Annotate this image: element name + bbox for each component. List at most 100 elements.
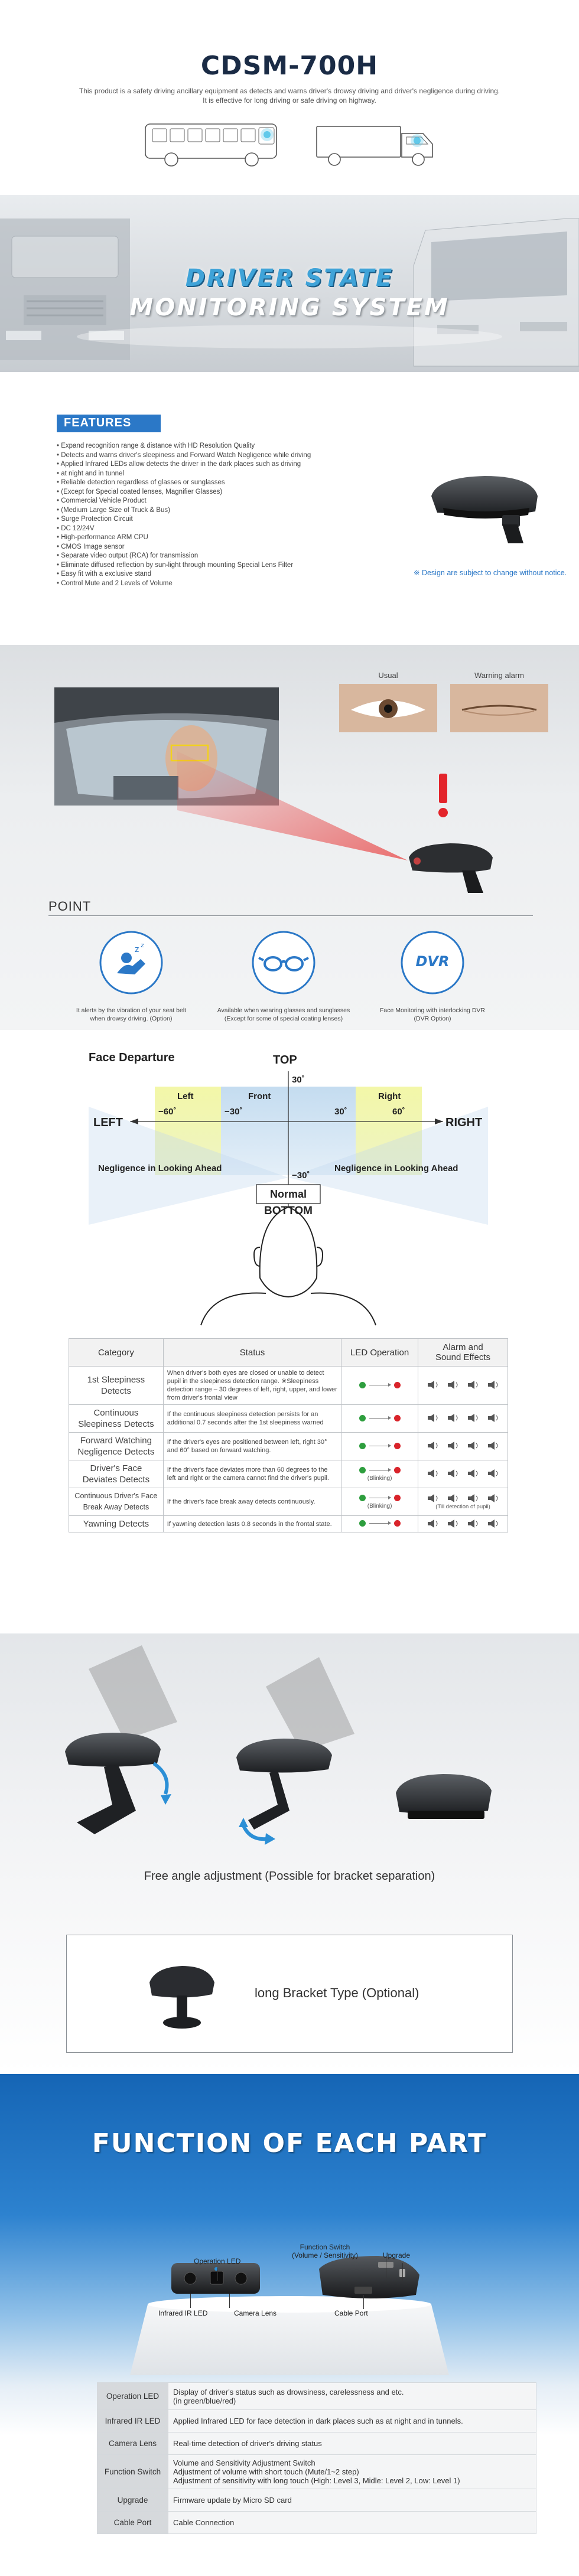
usual-eye-image <box>339 684 437 732</box>
detection-section: Usual Warning alarm POINT z z <box>0 645 579 1030</box>
feature-item: Separate video output (RCA) for transmis… <box>57 552 388 561</box>
func-name: Cable Port <box>97 2511 168 2534</box>
feature-item: Easy fit with a exclusive stand <box>57 570 388 579</box>
point-caption-1: It alerts by the vibration of your seat … <box>60 1006 202 1023</box>
alert-icon <box>438 774 448 817</box>
sound-waves-icon <box>427 1442 497 1450</box>
bottom-label: BOTTOM <box>264 1205 313 1217</box>
zone-right-label: Right <box>378 1091 401 1101</box>
long-bracket-photo <box>149 1966 214 2029</box>
warning-alarm-label: Warning alarm <box>474 671 525 680</box>
func-desc: Cable Connection <box>168 2511 536 2534</box>
function-section: FUNCTION OF EACH PART <box>0 2074 579 2576</box>
label-function-switch-line-1: Function Switch <box>300 2243 350 2251</box>
callout-line <box>217 2268 218 2281</box>
sound-waves-icon <box>427 1414 497 1422</box>
func-name: Infrared IR LED <box>97 2409 168 2432</box>
hero-banner: DRIVER STATE MONITORING SYSTEM <box>0 195 579 372</box>
func-desc-line-1: Real-time detection of driver's driving … <box>173 2439 322 2448</box>
svg-text:z: z <box>135 945 139 954</box>
row-category: Yawning Detects <box>69 1515 164 1532</box>
point-caption-3: Face Monitoring with interlocking DVR (D… <box>362 1006 503 1023</box>
row-sound <box>418 1432 508 1460</box>
warning-eye-image <box>450 684 548 732</box>
feature-item: Control Mute and 2 Levels of Volume <box>57 579 388 589</box>
row-category-line-1: Continuous <box>93 1408 139 1418</box>
glasses-icon <box>252 931 315 994</box>
function-table: Operation LED Display of driver's status… <box>97 2382 536 2534</box>
row-status: If the driver's face deviates more than … <box>162 1460 342 1488</box>
design-note: ※ Design are subject to change without n… <box>414 569 567 577</box>
usual-label: Usual <box>378 671 398 680</box>
point-caption-1-line-2: when drowsy driving. (Option) <box>90 1015 173 1022</box>
feature-item: Eliminate diffused reflection by sun-lig… <box>57 561 388 570</box>
row-status: If yawning detection lasts 0.8 seconds i… <box>162 1515 342 1532</box>
row-led <box>341 1366 419 1405</box>
feature-item: at night and in tunnel <box>57 469 388 479</box>
point-caption-2-line-1: Available when wearing glasses and sungl… <box>217 1007 350 1014</box>
arrow-icon <box>369 1521 391 1525</box>
func-name: Upgrade <box>97 2489 168 2512</box>
feature-item: Commercial Vehicle Product <box>57 497 388 506</box>
truck-illustration <box>316 126 433 166</box>
deg-top-30: 30˚ <box>292 1075 305 1085</box>
func-name: Function Switch <box>97 2454 168 2489</box>
func-desc-line-1: Cable Connection <box>173 2518 235 2527</box>
green-led-icon <box>359 1467 366 1474</box>
feature-item: Detects and warns driver's sleepiness an… <box>57 451 388 461</box>
col-status: Status <box>162 1338 342 1367</box>
deg-plus-30: 30˚ <box>334 1107 347 1117</box>
label-camera: Camera Lens <box>234 2309 277 2317</box>
red-led-icon <box>393 1414 401 1421</box>
face-departure-title: Face Departure <box>89 1051 175 1064</box>
feature-item: (Except for Special coated lenses, Magni… <box>57 488 388 497</box>
intro-text: This product is a safety driving ancilla… <box>0 86 579 105</box>
intro-line-1: This product is a safety driving ancilla… <box>79 87 500 95</box>
table-row: Infrared IR LED Applied Infrared LED for… <box>97 2409 536 2432</box>
point-caption-3-line-2: (DVR Option) <box>414 1015 451 1022</box>
zone-front-label: Front <box>248 1091 271 1101</box>
top-label: TOP <box>273 1054 297 1067</box>
row-status: When driver's both eyes are closed or un… <box>162 1366 342 1405</box>
callout-line <box>229 2294 230 2308</box>
row-led <box>341 1404 419 1433</box>
row-category-line-2: Detects <box>100 1386 131 1396</box>
table-row: Camera Lens Real-time detection of drive… <box>97 2432 536 2455</box>
sound-waves-icon <box>427 1381 497 1389</box>
dvr-icon <box>401 931 464 994</box>
point-caption-1-line-1: It alerts by the vibration of your seat … <box>76 1007 187 1014</box>
func-desc-line-1: Applied Infrared LED for face detection … <box>173 2417 463 2425</box>
row-status: If the continuous sleepiness detection p… <box>162 1404 342 1433</box>
green-led-icon <box>359 1520 366 1527</box>
row-category-line-1: Driver's Face <box>90 1463 142 1473</box>
negligence-left-label: Negligence in Looking Ahead <box>98 1163 222 1173</box>
sound-waves-icon <box>427 1469 497 1478</box>
col-alarm-line-1: Alarm and <box>443 1342 483 1352</box>
func-desc: Firmware update by Micro SD card <box>168 2489 536 2512</box>
row-category-line-2: Negligence Detects <box>77 1447 155 1457</box>
long-bracket-box: long Bracket Type (Optional) <box>66 1935 513 2053</box>
row-category-line-2: Sleepiness Detects <box>78 1419 154 1429</box>
func-desc-line-2: (in green/blue/red) <box>173 2396 236 2405</box>
model-title: CDSM-700H <box>200 51 379 81</box>
callout-line <box>363 2295 364 2309</box>
feature-item: Reliable detection regardless of glasses… <box>57 478 388 488</box>
row-category-line-2: Deviates Detects <box>82 1475 150 1485</box>
label-upgrade: Upgrade <box>383 2251 411 2259</box>
col-alarm-line-2: Sound Effects <box>435 1352 491 1362</box>
deg-minus-60: −60˚ <box>158 1107 177 1117</box>
row-sound <box>418 1515 508 1532</box>
feature-item: CMOS Image sensor <box>57 543 388 552</box>
intro-line-2: It is effective for long driving or safe… <box>203 96 376 105</box>
